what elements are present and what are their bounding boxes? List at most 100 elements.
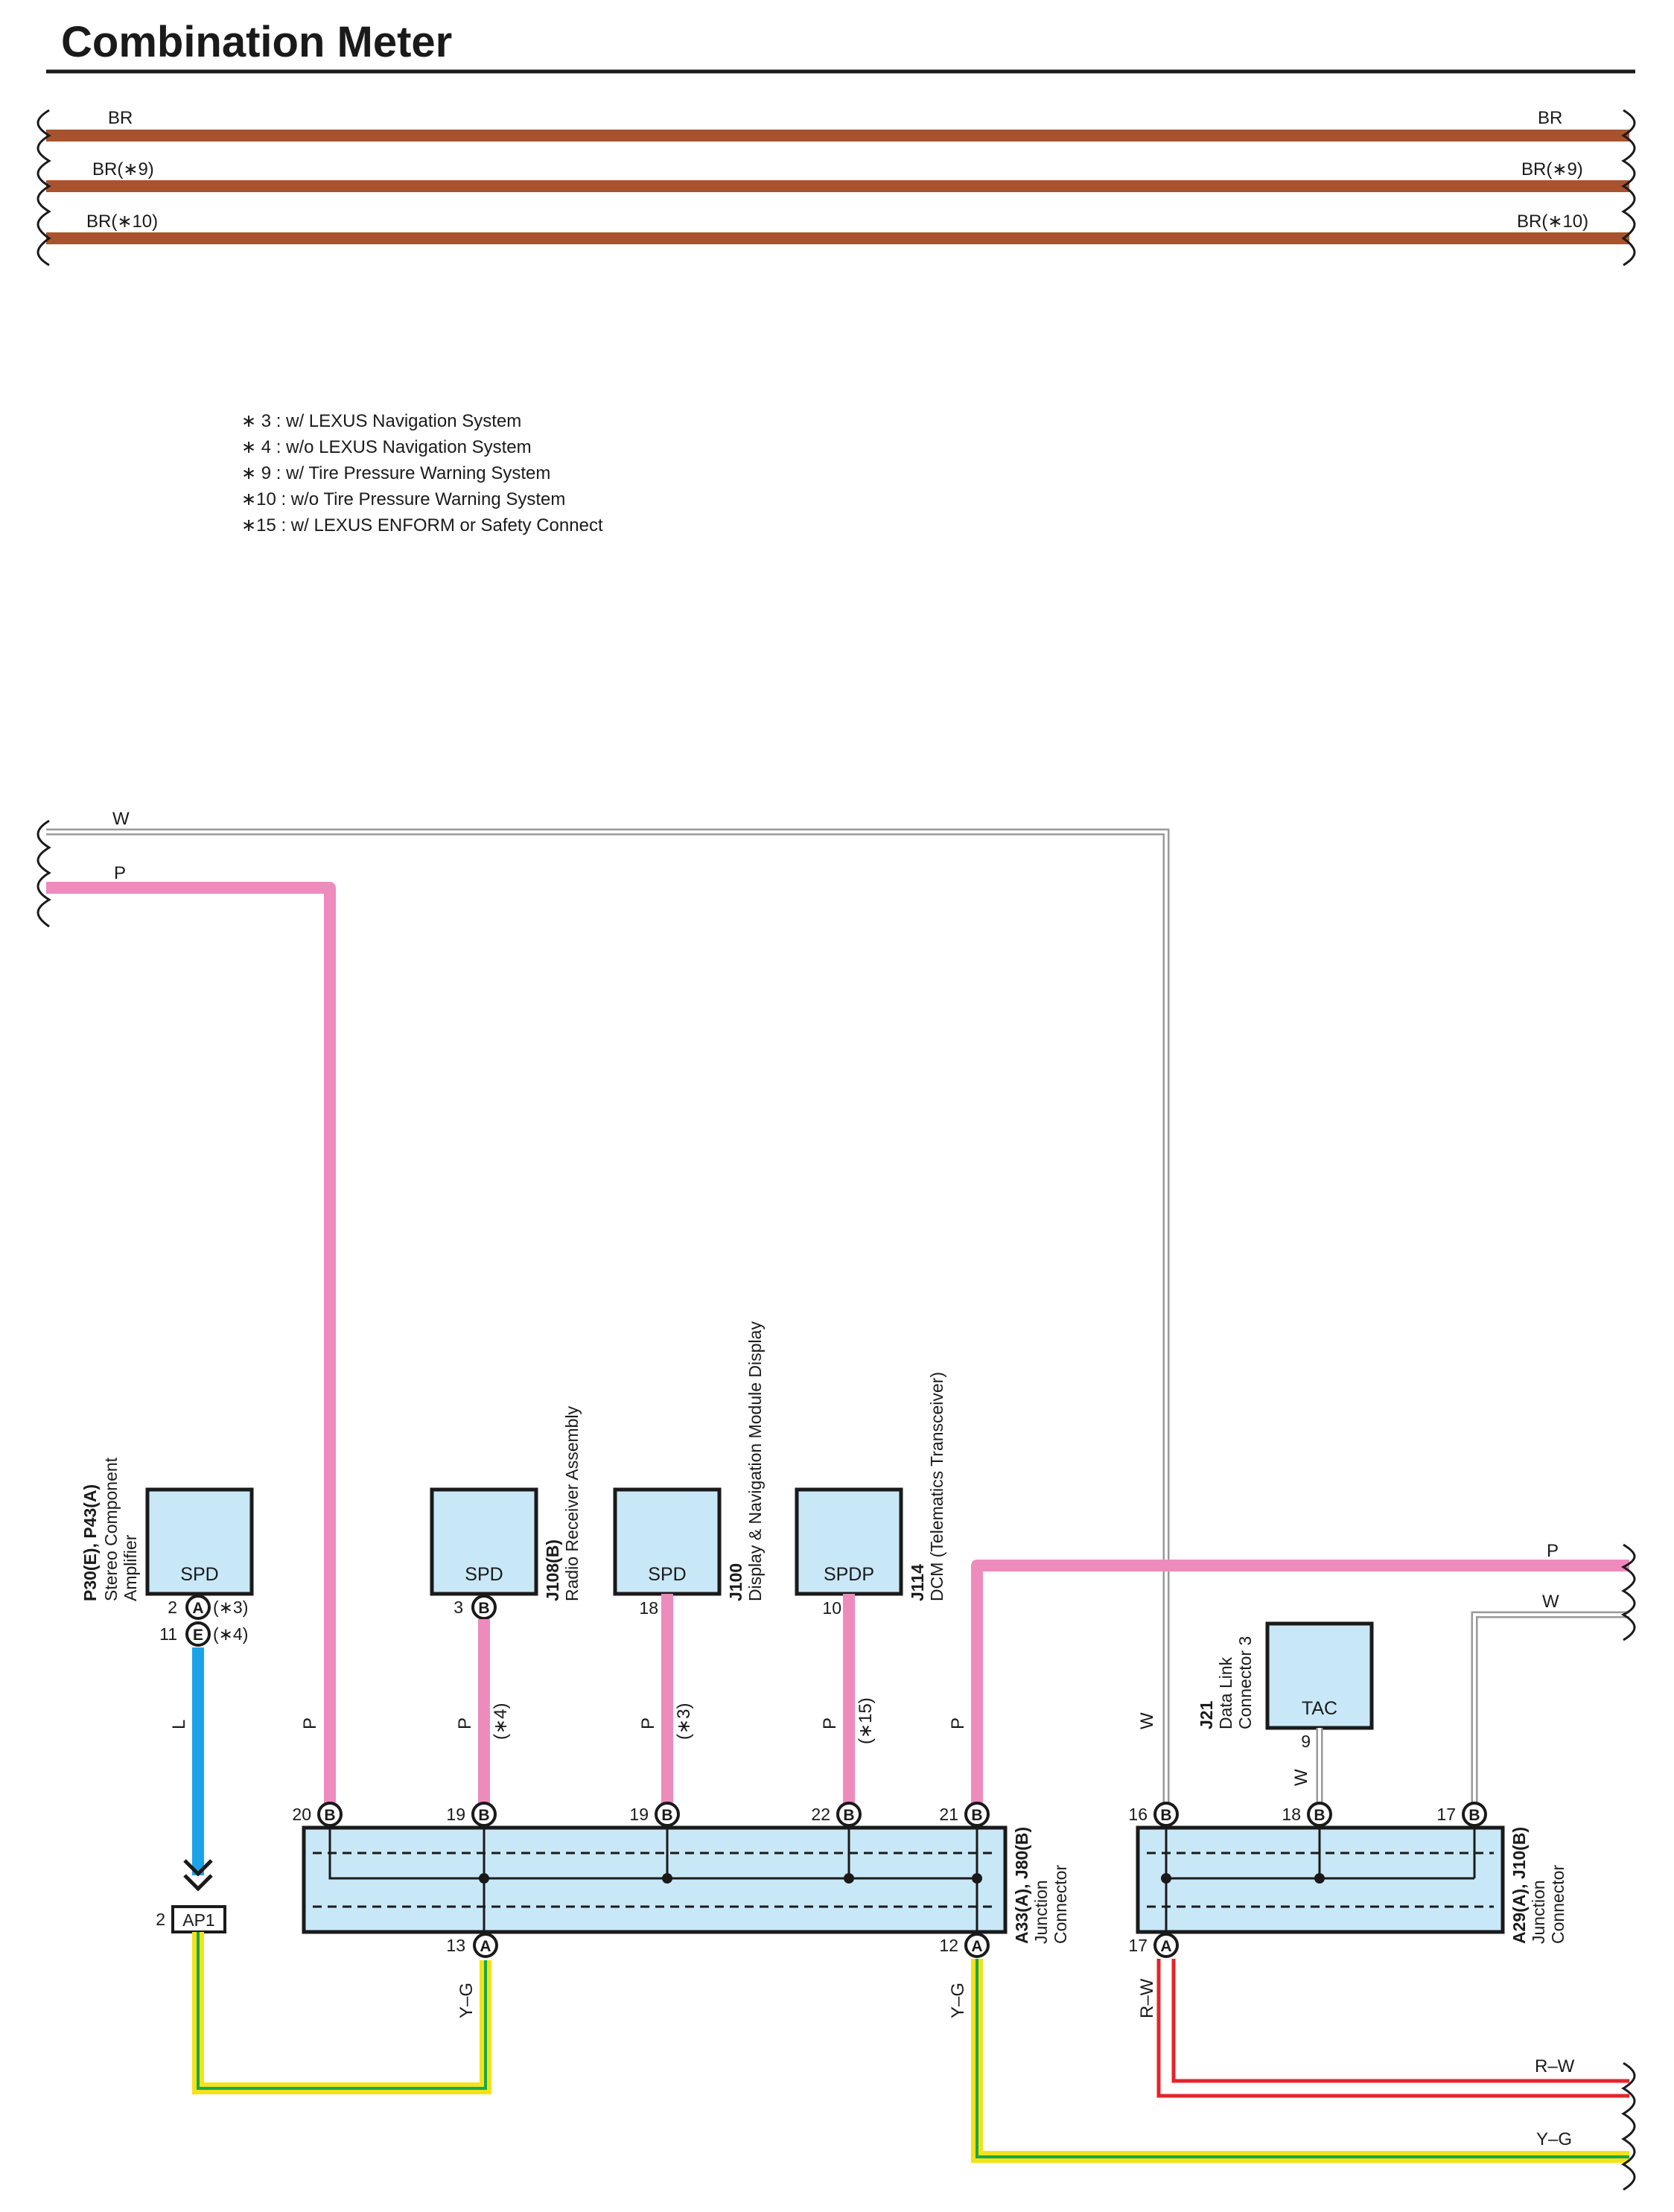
jc2-pin17a-letter: A bbox=[1160, 1938, 1171, 1955]
right-mid-break-mark bbox=[1620, 1543, 1636, 1641]
w-wire-long-vlabel: W bbox=[1137, 1712, 1157, 1729]
rw-wire-outer bbox=[1156, 1959, 1629, 2098]
jc2-pin17a-num: 17 bbox=[1128, 1936, 1148, 1955]
amplifier-code: P30(E), P43(A) bbox=[80, 1484, 100, 1601]
jc1-pin19b-num: 19 bbox=[629, 1805, 649, 1824]
yg-wire-left bbox=[192, 1932, 491, 2094]
note-10: ∗10 : w/o Tire Pressure Warning System bbox=[241, 489, 565, 509]
jc2-code: A29(A), J10(B) bbox=[1509, 1827, 1529, 1944]
amplifier-box bbox=[145, 1487, 254, 1596]
dcm-box-label: SPDP bbox=[824, 1564, 874, 1585]
yg-wire-right-vlabel: Y–G bbox=[948, 1983, 968, 2018]
p-wire-left bbox=[46, 882, 336, 1814]
dlc-w-wire-label: W bbox=[1291, 1769, 1311, 1786]
top-wire-group: BR BR BR(∗9) BR(∗9) BR(∗10) BR(∗10) bbox=[36, 108, 1636, 267]
display-name: Display & Navigation Module Display bbox=[745, 1321, 765, 1601]
radio-receiver-code: J108(B) bbox=[543, 1539, 562, 1601]
p-wire-right bbox=[971, 1560, 1629, 1814]
display-code: J100 bbox=[726, 1563, 745, 1601]
note-9: ∗ 9 : w/ Tire Pressure Warning System bbox=[241, 463, 550, 483]
jc1-pin13-num: 13 bbox=[446, 1936, 465, 1955]
junction-connector-2: 16 B 18 B 17 B 17 A A29(A), J10(B) Junct… bbox=[1128, 1802, 1568, 1958]
jc1-pin19b-letter: B bbox=[661, 1807, 672, 1824]
jc1-pin22-letter: B bbox=[843, 1807, 854, 1824]
amplifier-name-1: Stereo Component bbox=[101, 1457, 121, 1601]
rw-wire-vlabel: R–W bbox=[1137, 1978, 1157, 2018]
dcm-code: J114 bbox=[908, 1564, 927, 1601]
br-wire-3-left-label: BR(∗10) bbox=[86, 212, 158, 232]
display-pin-num: 18 bbox=[639, 1598, 658, 1618]
jc2-pin17-num: 17 bbox=[1436, 1805, 1456, 1824]
display-box bbox=[613, 1487, 722, 1596]
jc1-pin21-letter: B bbox=[971, 1807, 982, 1824]
br-wire-1-right-label: BR bbox=[1538, 108, 1562, 128]
rw-wire-label: R–W bbox=[1535, 2056, 1575, 2076]
l-wire-label: L bbox=[169, 1720, 189, 1729]
p-wire-left-label: P bbox=[114, 863, 126, 883]
yg-wire-right-label: Y–G bbox=[1536, 2129, 1572, 2149]
note-4: ∗ 4 : w/o LEXUS Navigation System bbox=[241, 437, 532, 457]
amp-pin2-circle bbox=[185, 1621, 211, 1647]
amp-pin1-letter: A bbox=[192, 1600, 203, 1617]
w-wire-right-label: W bbox=[1542, 1592, 1559, 1612]
jc1-pin19a-letter: B bbox=[478, 1807, 489, 1824]
radio-p-wire-note: (∗4) bbox=[491, 1703, 511, 1740]
ap1-label: AP1 bbox=[182, 1910, 214, 1930]
note-15: ∗15 : w/ LEXUS ENFORM or Safety Connect bbox=[241, 515, 603, 535]
jc2-pin18-letter: B bbox=[1314, 1807, 1325, 1824]
dlc-pin-num: 9 bbox=[1301, 1732, 1311, 1751]
jc1-pin12-letter: A bbox=[971, 1938, 982, 1955]
display-p-wire-label: P bbox=[638, 1717, 658, 1729]
left-break-mark bbox=[36, 109, 51, 267]
display-box-label: SPD bbox=[648, 1564, 686, 1585]
jc1-pin22-num: 22 bbox=[811, 1805, 830, 1824]
chevron-down-icon bbox=[183, 1859, 213, 1892]
dcm-p-wire-note: (∗15) bbox=[856, 1697, 876, 1744]
jc2-pin16-letter: B bbox=[1160, 1807, 1171, 1824]
jc1-code: A33(A), J80(B) bbox=[1012, 1827, 1031, 1944]
dlc-box-label: TAC bbox=[1302, 1698, 1337, 1719]
jc1-pin13-letter: A bbox=[480, 1938, 491, 1955]
radio-pin-letter: B bbox=[478, 1600, 489, 1617]
yg-wire-right bbox=[971, 1959, 1629, 2163]
br-wire-2-right-label: BR(∗9) bbox=[1521, 159, 1583, 179]
yg-wire-left-label: Y–G bbox=[456, 1983, 477, 2018]
radio-pin-circle bbox=[471, 1595, 497, 1620]
jc1-pin20-letter: B bbox=[324, 1807, 335, 1824]
dlc-name-1: Data Link bbox=[1216, 1656, 1235, 1729]
right-bottom-break-mark bbox=[1621, 2062, 1636, 2191]
w-wire-right bbox=[1471, 1611, 1629, 1814]
amp-pin2-num: 11 bbox=[159, 1624, 177, 1644]
right-break-mark bbox=[1621, 109, 1636, 267]
dcm-box bbox=[795, 1487, 903, 1596]
radio-receiver-name: Radio Receiver Assembly bbox=[562, 1405, 582, 1601]
jc2-pin17-letter: B bbox=[1468, 1807, 1480, 1824]
dlc-code: J21 bbox=[1197, 1700, 1216, 1729]
jc1-name-2: Connector bbox=[1051, 1865, 1070, 1944]
amp-pin1-circle bbox=[185, 1595, 211, 1620]
radio-receiver-box-label: SPD bbox=[465, 1564, 503, 1585]
dlc-box bbox=[1265, 1621, 1374, 1730]
amplifier-name-2: Amplifier bbox=[121, 1534, 140, 1601]
radio-pin-num: 3 bbox=[453, 1598, 463, 1617]
amp-pin1-num: 2 bbox=[168, 1598, 177, 1617]
note-3: ∗ 3 : w/ LEXUS Navigation System bbox=[241, 411, 521, 431]
display-p-wire-note: (∗3) bbox=[674, 1703, 694, 1740]
br-wire-2-left-label: BR(∗9) bbox=[92, 159, 154, 179]
dlc-name-2: Connector 3 bbox=[1235, 1636, 1255, 1729]
jc2-name-1: Junction bbox=[1529, 1880, 1548, 1944]
p-wire-right-vlabel: P bbox=[948, 1717, 968, 1729]
jc1-name-1: Junction bbox=[1031, 1880, 1051, 1944]
amplifier-box-label: SPD bbox=[180, 1564, 218, 1585]
left-lower-break-mark bbox=[36, 819, 51, 928]
jc1-pin21-num: 21 bbox=[939, 1805, 958, 1824]
jc1-pin19a-num: 19 bbox=[446, 1805, 465, 1824]
junction-connector-1: 20 B 19 B 19 B 22 B 21 B 13 A 12 A A33(A… bbox=[292, 1802, 1070, 1958]
p-wire-right-label: P bbox=[1547, 1541, 1559, 1561]
jc2-name-2: Connector bbox=[1548, 1865, 1568, 1944]
jc2-pin16-num: 16 bbox=[1128, 1805, 1148, 1824]
amp-pin1-note: (∗3) bbox=[213, 1598, 248, 1617]
br-wire-1-left-label: BR bbox=[108, 108, 133, 128]
br-wire-3-right-label: BR(∗10) bbox=[1517, 212, 1588, 232]
